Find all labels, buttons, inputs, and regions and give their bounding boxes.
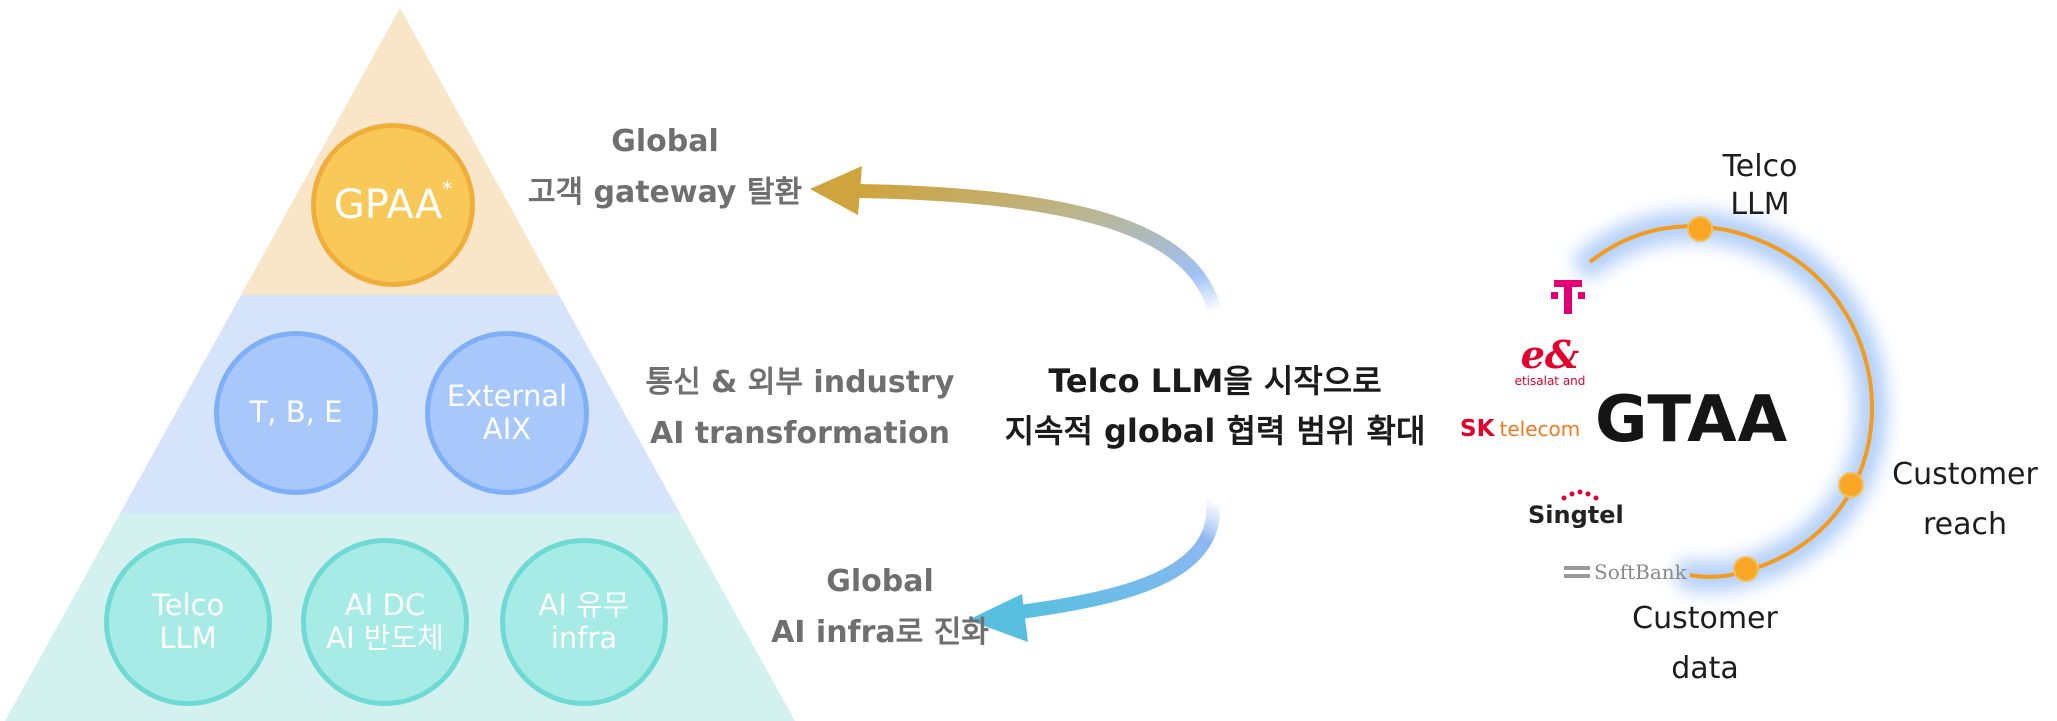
ring-node-reach bbox=[1838, 472, 1864, 498]
label-top: Global 고객 gateway 탈환 bbox=[520, 116, 810, 218]
arrow-top-head bbox=[810, 166, 862, 215]
ring-label-telco-line2: LLM bbox=[1730, 187, 1790, 222]
ai-infra-circle: AI 유무 infra bbox=[500, 538, 668, 706]
ring-label-telco-llm: Telco LLM bbox=[1700, 148, 1820, 224]
etisalat-logo: e& etisalat and bbox=[1510, 332, 1590, 389]
external-aix-circle: External AIX bbox=[425, 331, 589, 495]
ai-dc-line2: AI 반도체 bbox=[326, 621, 444, 655]
center-line2: 지속적 global 협력 범위 확대 bbox=[1004, 412, 1426, 450]
gpaa-label: GPAA bbox=[333, 182, 443, 228]
etisalat-text: etisalat and bbox=[1514, 374, 1586, 388]
ring-label-data-line1: Customer bbox=[1632, 601, 1778, 636]
arrow-bottom bbox=[1013, 493, 1221, 619]
softbank-mark-icon bbox=[1564, 566, 1590, 578]
softbank-text: SoftBank bbox=[1594, 560, 1687, 584]
ring-label-reach-line1: Customer bbox=[1892, 457, 2038, 492]
arrow-bottom-head bbox=[968, 594, 1028, 642]
sk-telecom-text: telecom bbox=[1499, 417, 1581, 441]
external-aix-line1: External bbox=[446, 378, 568, 413]
singtel-dots-icon bbox=[1561, 489, 1599, 501]
gtaa-title: GTAA bbox=[1595, 383, 1789, 457]
label-bottom: Global AI infra로 진화 bbox=[740, 556, 1020, 658]
center-line1: Telco LLM을 시작으로 bbox=[1048, 362, 1382, 400]
tbe-label: T, B, E bbox=[249, 395, 343, 430]
deutsche-telekom-logo-icon bbox=[1551, 280, 1585, 314]
ring-label-telco-line1: Telco bbox=[1722, 149, 1798, 184]
center-statement: Telco LLM을 시작으로 지속적 global 협력 범위 확대 bbox=[970, 356, 1460, 456]
label-middle: 통신 & 외부 industry AI transformation bbox=[640, 357, 960, 459]
singtel-logo: Singtel bbox=[1528, 488, 1624, 528]
ai-dc-circle: AI DC AI 반도체 bbox=[301, 538, 469, 706]
telco-llm-line2: LLM bbox=[159, 621, 217, 655]
softbank-logo: SoftBank bbox=[1564, 560, 1687, 584]
tbe-circle: T, B, E bbox=[214, 331, 378, 495]
gpaa-asterisk: * bbox=[442, 177, 453, 201]
label-middle-line1: 통신 & 외부 industry bbox=[645, 365, 955, 400]
gpaa-circle: GPAA* bbox=[311, 123, 475, 287]
ring-node-telco bbox=[1687, 216, 1713, 242]
arrow-top bbox=[853, 184, 1222, 319]
label-top-line1: Global bbox=[611, 124, 719, 159]
external-aix-line2: AIX bbox=[482, 412, 532, 446]
sk-telecom-logo: SK telecom bbox=[1460, 416, 1580, 442]
label-bottom-line1: Global bbox=[826, 564, 934, 599]
ring-label-customer-reach: Customer reach bbox=[1880, 450, 2050, 550]
telco-llm-circle: Telco LLM bbox=[104, 538, 272, 706]
etisalat-mark-icon: e& bbox=[1520, 332, 1580, 377]
ring-label-data-line2: data bbox=[1671, 651, 1739, 686]
singtel-text: Singtel bbox=[1528, 501, 1624, 529]
sk-text: SK bbox=[1460, 416, 1495, 442]
ai-infra-line1: AI 유무 bbox=[538, 587, 630, 622]
ai-infra-line2: infra bbox=[550, 621, 618, 655]
label-middle-line2: AI transformation bbox=[650, 416, 950, 451]
label-top-line2: 고객 gateway 탈환 bbox=[527, 175, 803, 210]
ring-label-customer-data: Customer data bbox=[1620, 594, 1790, 694]
ring-label-reach-line2: reach bbox=[1922, 507, 2008, 542]
ring-node-data bbox=[1733, 556, 1759, 582]
telco-llm-line1: Telco bbox=[151, 587, 225, 622]
ai-dc-line1: AI DC bbox=[344, 587, 426, 622]
label-bottom-line2: AI infra로 진화 bbox=[771, 615, 989, 650]
